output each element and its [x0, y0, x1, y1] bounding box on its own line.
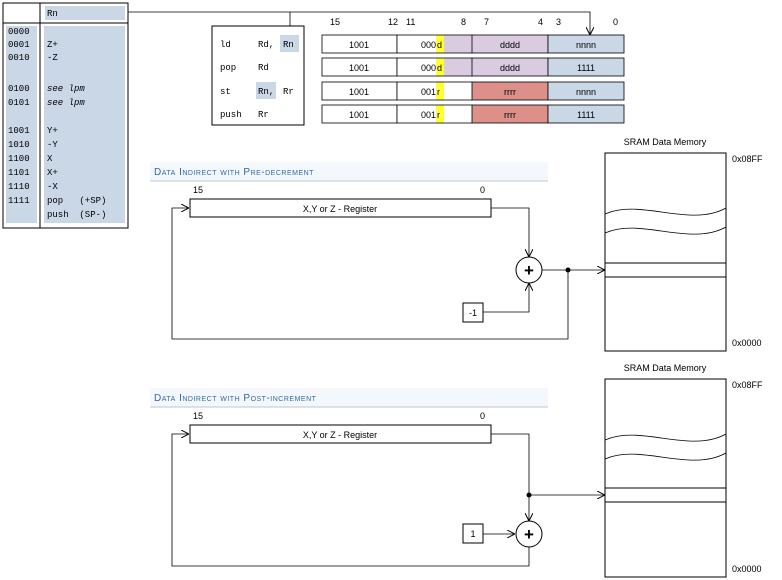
bit-label: 15 — [330, 17, 340, 27]
post-adder-symbol: + — [524, 525, 534, 544]
rn-code: 0100 — [8, 84, 30, 94]
bit-label: 8 — [461, 17, 466, 27]
post-addr-top: 0x08FF — [732, 380, 763, 390]
rn-description: -X — [47, 182, 58, 192]
post-bit-high: 15 — [193, 411, 203, 421]
instruction-mnemonic: ld — [220, 40, 231, 50]
rn-code: 1100 — [8, 154, 30, 164]
encoding-pointer-field: nnnn — [576, 40, 596, 50]
post-increment-section: Data Indirect with Post-increment 15 0 X… — [150, 363, 763, 578]
post-memory-title: SRAM Data Memory — [624, 363, 707, 373]
instruction-mnemonic: st — [220, 87, 231, 97]
instruction-operand-1: Rn, — [258, 87, 274, 97]
encoding-bits-prefix: 001 — [421, 87, 436, 97]
rn-description: push (SP-) — [47, 210, 106, 220]
encoding-opcode: 1001 — [349, 110, 369, 120]
instruction-box — [211, 25, 305, 126]
pre-constant-box — [462, 302, 484, 323]
pre-memory-title: SRAM Data Memory — [624, 137, 707, 147]
encoding-opcode: 1001 — [349, 87, 369, 97]
rn-description: Y+ — [47, 126, 58, 136]
instruction-operand-1: Rr — [258, 110, 269, 120]
encoding-bits-prefix: 000 — [421, 63, 436, 73]
encoding-bits-prefix: 001 — [421, 110, 436, 120]
pre-adder-symbol: + — [524, 261, 534, 280]
rn-description: Z+ — [47, 40, 58, 50]
encoding-reg-bit: d — [437, 63, 442, 73]
rn-code: 1010 — [8, 140, 30, 150]
encoding-reg-field: dddd — [500, 40, 520, 50]
pre-constant: -1 — [469, 308, 477, 318]
bit-label: 4 — [538, 17, 543, 27]
encoding-reg-field: dddd — [500, 63, 520, 73]
bit-label: 7 — [484, 17, 489, 27]
pre-decrement-title: Data Indirect with Pre-decrement — [154, 167, 314, 178]
post-constant: 1 — [470, 529, 475, 539]
rn-code-table: Rn — [2, 2, 129, 229]
encoding-reg-field: rrrr — [504, 110, 516, 120]
instruction-operand-1: Rd, — [258, 40, 274, 50]
rn-connector — [128, 11, 590, 34]
pre-register-label: X,Y or Z - Register — [303, 204, 377, 214]
rn-description: X — [47, 154, 53, 164]
pre-memory-cell — [604, 262, 727, 278]
encoding-pointer-field: 1111 — [577, 63, 595, 73]
post-constant-box — [462, 523, 484, 544]
post-sram-block — [604, 378, 727, 578]
rn-code: 0001 — [8, 40, 30, 50]
encoding-reg-bit: r — [437, 110, 440, 120]
rn-code: 1110 — [8, 182, 30, 192]
instruction-operand-2: Rr — [283, 87, 294, 97]
post-memory-cell — [604, 487, 727, 503]
post-increment-title: Data Indirect with Post-increment — [154, 393, 317, 404]
post-register-label: X,Y or Z - Register — [303, 430, 377, 440]
pre-bit-low: 0 — [480, 185, 485, 195]
pre-bit-high: 15 — [193, 185, 203, 195]
rn-description: see lpm — [47, 84, 85, 94]
pre-addr-top: 0x08FF — [732, 154, 763, 164]
pre-decrement-section: Data Indirect with Pre-decrement 15 0 X,… — [150, 137, 763, 352]
rn-code: 0101 — [8, 98, 30, 108]
encoding-pointer-field: 1111 — [577, 110, 595, 120]
rn-code: 1111 — [8, 196, 30, 206]
rn-code: 1101 — [8, 168, 30, 178]
encoding-bit-labels: 15 12 11 8 7 4 3 0 — [330, 17, 618, 27]
rn-code: 0000 — [8, 27, 30, 37]
bit-label: 0 — [613, 17, 618, 27]
rn-description: pop (+SP) — [47, 196, 106, 206]
rn-code: 0010 — [8, 53, 30, 63]
instruction-mnemonic: pop — [220, 63, 236, 73]
encoding-opcode: 1001 — [349, 40, 369, 50]
encoding-reg-bit: d — [437, 40, 442, 50]
pre-addr-bottom: 0x0000 — [732, 338, 762, 348]
encoding-bits-prefix: 000 — [421, 40, 436, 50]
rn-code-rows: 0000 0001 Z+ 0010 -Z 0100 see lpm 0101 see lpm 10… — [8, 27, 106, 220]
encoding-reg-bit: r — [437, 87, 440, 97]
instruction-operand-1: Rd — [258, 63, 269, 73]
encoding-opcode: 1001 — [349, 63, 369, 73]
bit-label: 3 — [556, 17, 561, 27]
encoding-pointer-field: nnnn — [576, 87, 596, 97]
rn-code: 1001 — [8, 126, 30, 136]
instruction-mnemonic: push — [220, 110, 242, 120]
bit-label: 12 — [388, 17, 398, 27]
rn-description: X+ — [47, 168, 58, 178]
rn-header: Rn — [47, 9, 58, 19]
pre-sram-block — [604, 152, 727, 352]
post-addr-bottom: 0x0000 — [732, 564, 762, 574]
rn-description: see lpm — [47, 98, 85, 108]
instruction-operand-2: Rn — [283, 40, 294, 50]
rn-description: -Z — [47, 53, 58, 63]
post-bit-low: 0 — [480, 411, 485, 421]
encoding-reg-field: rrrr — [504, 87, 516, 97]
instruction-rows: ld Rd, Rn pop Rd st Rn, Rr push Rr — [220, 40, 294, 120]
bit-label: 11 — [406, 17, 415, 27]
rn-description: -Y — [47, 140, 58, 150]
